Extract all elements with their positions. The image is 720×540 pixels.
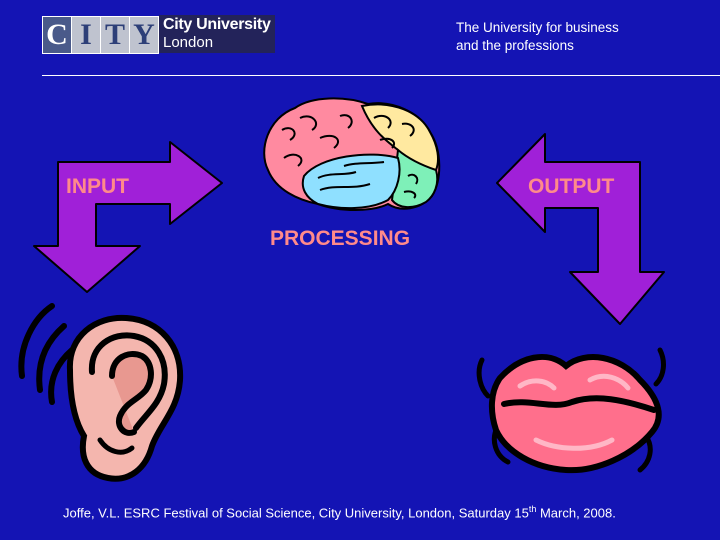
arrow-input-icon: [33, 141, 223, 293]
citation-suffix: March, 2008.: [536, 505, 616, 521]
city-university-logo: C I T Y City University London: [42, 15, 276, 54]
logo-letter-y: Y: [129, 16, 159, 54]
citation-superscript: th: [528, 504, 537, 514]
processing-label: PROCESSING: [270, 227, 411, 250]
ear-icon: [18, 303, 184, 482]
logo-letter-t: T: [100, 16, 130, 54]
logo-name-line1: City University: [163, 16, 271, 33]
logo-letter-c: C: [42, 16, 72, 54]
logo-letter-i: I: [71, 16, 101, 54]
lips-icon: [476, 347, 666, 474]
tagline-line1: The University for business: [456, 20, 619, 35]
footer-citation: Joffe, V.L. ESRC Festival of Social Scie…: [63, 504, 703, 520]
tagline: The University for business and the prof…: [456, 19, 686, 55]
logo-name-block: City University London: [159, 15, 275, 53]
logo-name-line2: London: [163, 34, 214, 51]
arrow-output-icon: [496, 133, 665, 325]
citation-prefix: Joffe, V.L. ESRC Festival of Social Scie…: [63, 505, 529, 521]
tagline-line2: and the professions: [456, 38, 574, 53]
brain-icon: [263, 97, 441, 211]
input-label: INPUT: [66, 175, 129, 198]
header-divider: [42, 75, 720, 76]
output-label: OUTPUT: [528, 175, 615, 198]
